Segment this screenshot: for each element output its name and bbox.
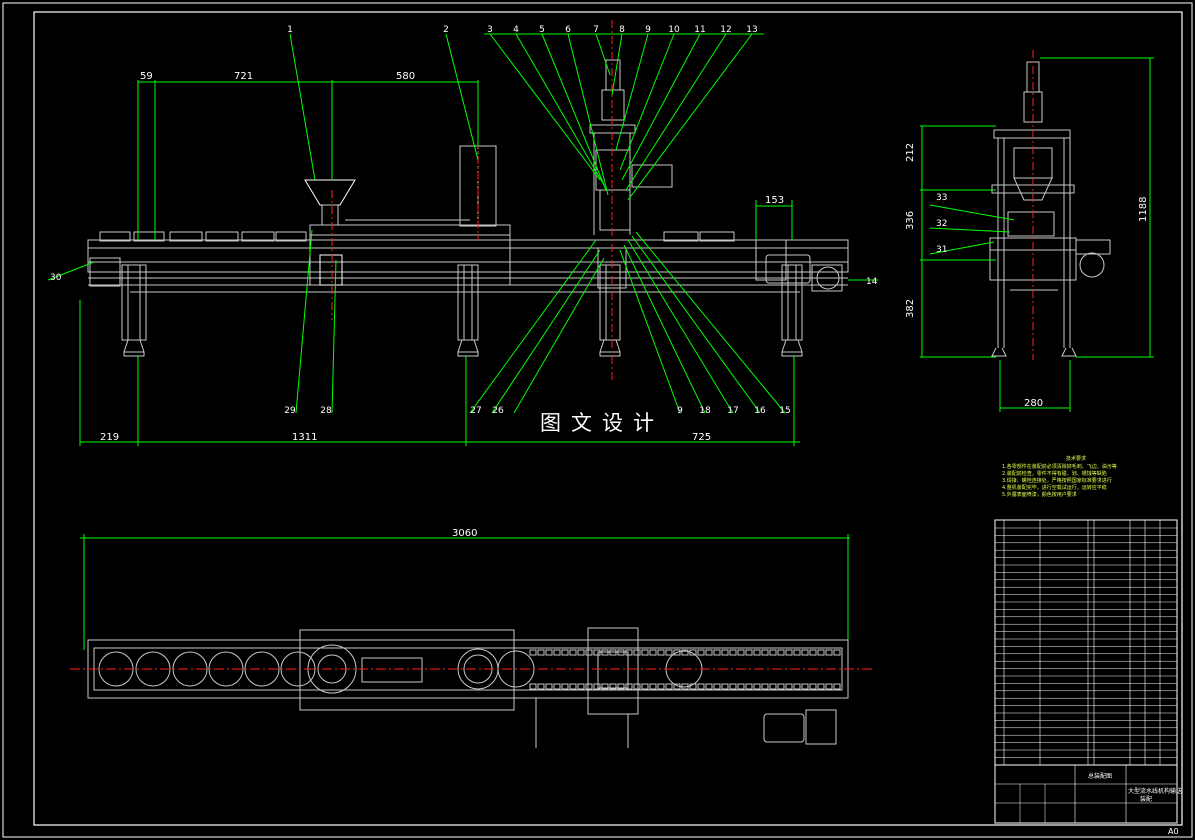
- inner-frame: [33, 11, 1183, 826]
- balloon-top-9: 9: [645, 25, 651, 35]
- balloon-bottom-6: 18: [699, 406, 711, 416]
- leader-lines: [47, 33, 878, 414]
- balloon-14: 14: [866, 277, 878, 287]
- dim-59: 59: [140, 71, 153, 82]
- top-view: 3060: [70, 528, 875, 748]
- legs: [121, 264, 803, 357]
- balloon-32: 32: [936, 219, 947, 229]
- balloon-31: 31: [936, 245, 947, 255]
- note-4: 4.整机装配完毕，进行空载试运行，运转应平稳: [1002, 484, 1107, 491]
- dim-580: 580: [396, 71, 415, 82]
- conveyor-lower-rail: [87, 261, 849, 273]
- dim-1188: 1188: [1138, 197, 1149, 222]
- balloon-bottom-8: 16: [754, 406, 766, 416]
- conveyor-chain: [87, 247, 849, 263]
- balloon-bottom-5: 9: [677, 406, 683, 416]
- balloon-top-3: 3: [487, 25, 493, 35]
- balloon-bottom-2: 28: [320, 406, 332, 416]
- dim-721: 721: [234, 71, 253, 82]
- top-chain-links: [529, 649, 841, 690]
- note-1: 1.各零部件在装配前必须清除掉毛刺、飞边、油污等: [1002, 463, 1117, 470]
- balloon-bottom-3: 27: [470, 406, 481, 416]
- dim-1311: 1311: [292, 432, 317, 443]
- dim-280: 280: [1024, 398, 1043, 409]
- watermark: 图文设计: [540, 411, 664, 435]
- balloon-bottom-9: 15: [779, 406, 790, 416]
- front-dimensions: [79, 80, 800, 446]
- balloon-top-5: 5: [539, 25, 545, 35]
- balloon-top-2: 2: [443, 25, 449, 35]
- technical-requirements: 技术要求 1.各零部件在装配前必须清除掉毛刺、飞边、油污等 2.装配前检查，零件…: [1002, 455, 1117, 498]
- balloon-top-8: 8: [619, 25, 625, 35]
- parts-list: [994, 519, 1178, 766]
- balloon-top-12: 12: [720, 25, 731, 35]
- title-block: 总装配图 大型流水线机构输送 装配: [994, 764, 1182, 824]
- balloon-bottom-4: 26: [492, 406, 504, 416]
- dim-382: 382: [905, 299, 916, 318]
- machine-name: 大型流水线机构输送: [1128, 787, 1182, 795]
- note-3: 3.焊接、螺栓连接处，严格按照国家标准要求进行: [1002, 477, 1112, 484]
- dim-725: 725: [692, 432, 711, 443]
- side-view: 212 336 382 1188 280 33 32 31: [905, 50, 1154, 412]
- drive-motor: [755, 239, 843, 292]
- balloon-30: 30: [50, 273, 62, 283]
- balloon-bottom-7: 17: [727, 406, 738, 416]
- dim-3060: 3060: [452, 528, 477, 539]
- idler-end: [89, 257, 121, 287]
- balloon-top-10: 10: [668, 25, 680, 35]
- balloon-top-1: 1: [287, 25, 293, 35]
- balloons-bottom: 29 28 27 26 9 18 17 16 15: [284, 406, 790, 416]
- dim-153: 153: [765, 195, 784, 206]
- balloon-top-4: 4: [513, 25, 519, 35]
- balloon-top-6: 6: [565, 25, 571, 35]
- hopper: [304, 179, 356, 206]
- balloon-33: 33: [936, 193, 947, 203]
- dim-219: 219: [100, 432, 119, 443]
- balloon-top-13: 13: [746, 25, 757, 35]
- dim-212: 212: [905, 143, 916, 162]
- note-5: 5.外露表面喷漆，颜色按用户要求: [1002, 491, 1077, 498]
- paper-size-label: A0: [1168, 827, 1179, 836]
- drawing-title: 总装配图: [1088, 772, 1112, 780]
- balloon-bottom-1: 29: [284, 406, 296, 416]
- balloon-top-7: 7: [593, 25, 599, 35]
- dim-336: 336: [905, 211, 916, 230]
- assembly-label: 装配: [1140, 795, 1152, 803]
- filling-valve: [319, 254, 343, 286]
- balloon-top-11: 11: [694, 25, 705, 35]
- notes-title: 技术要求: [1066, 455, 1086, 462]
- note-2: 2.装配前检查，零件不得有碰、划、锈蚀等缺陷: [1002, 470, 1107, 477]
- container-row: [99, 231, 735, 242]
